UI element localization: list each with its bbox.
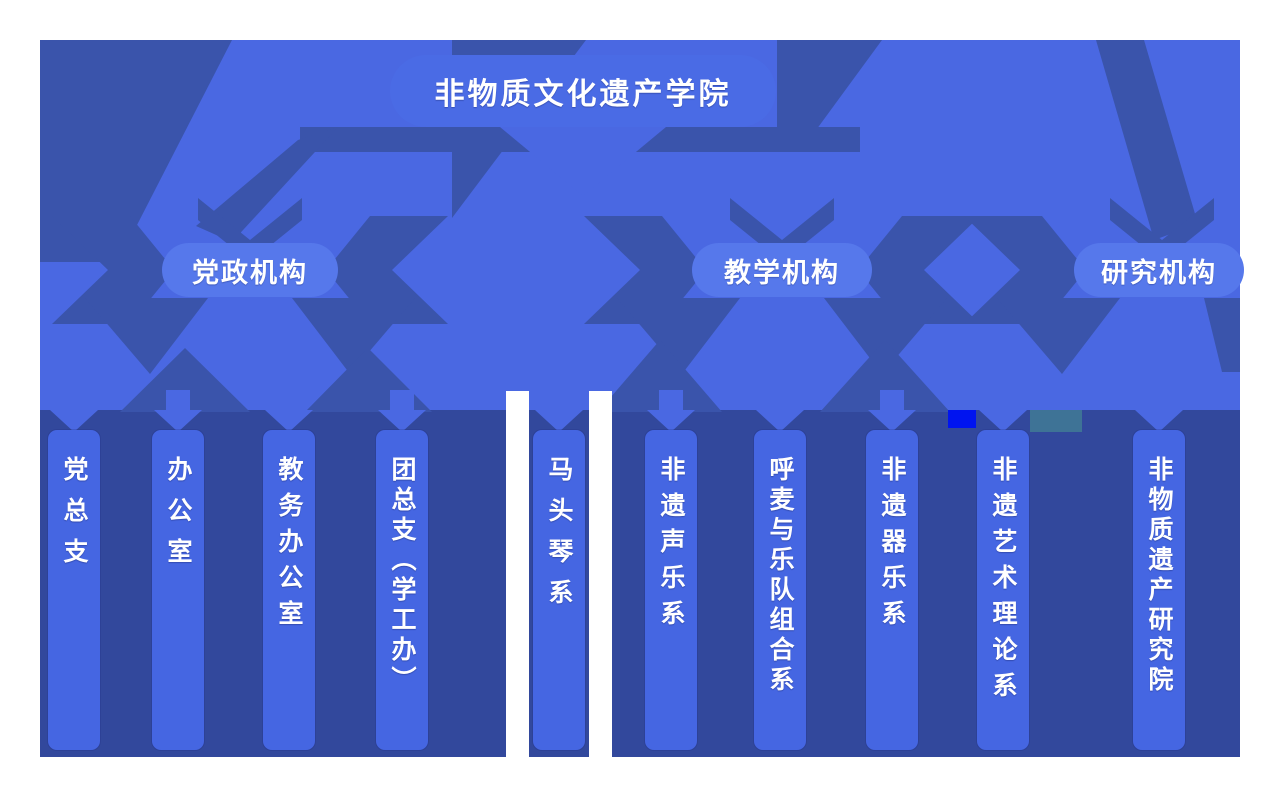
- branch-label: 教学机构: [724, 257, 840, 288]
- top-left-block: [40, 40, 232, 262]
- leaf-heritage-research-institute: 非物质遗产研究院: [1133, 430, 1185, 750]
- arrow-left-icon: [858, 216, 980, 324]
- down-arrow-icon: [154, 390, 202, 432]
- leaf-label: 非物质遗产研究院: [1145, 456, 1173, 696]
- leaf-instrumental-music-dept: 非遗器乐系: [866, 430, 918, 750]
- branch-research: 研究机构: [1074, 243, 1244, 297]
- leaf-label: 办公室: [164, 456, 192, 579]
- down-arrow-icon: [265, 390, 313, 432]
- down-arrow-icon: [756, 390, 804, 432]
- leaf-label: 呼麦与乐队组合系: [766, 456, 794, 696]
- below-branch-wedge: [1204, 298, 1240, 372]
- arrow-right-icon: [52, 216, 174, 324]
- branch-teaching: 教学机构: [692, 243, 872, 297]
- leaf-label: 非遗声乐系: [657, 456, 685, 636]
- leaf-party-general-branch: 党总支: [48, 430, 100, 750]
- leaf-vocal-music-dept: 非遗声乐系: [645, 430, 697, 750]
- bottom-band: [40, 410, 1240, 757]
- leaf-morin-khuur-dept: 马头琴系: [533, 430, 585, 750]
- leaf-label: 非遗艺术理论系: [989, 456, 1017, 708]
- leaf-label: 马头琴系: [545, 456, 573, 620]
- below-branch-wedge: [292, 298, 415, 374]
- down-arrow-icon: [979, 390, 1027, 432]
- arrow-left-icon: [326, 216, 448, 324]
- branch-label: 党政机构: [192, 257, 308, 288]
- below-branch-wedge: [85, 298, 208, 374]
- below-branch-wedge: [617, 298, 740, 374]
- branch-label: 研究机构: [1101, 257, 1217, 288]
- down-arrow-icon: [868, 390, 916, 432]
- root-down-chevron: [500, 127, 666, 196]
- down-arrow-icon: [535, 390, 583, 432]
- right-ribbon: [1096, 40, 1198, 240]
- leaf-youth-league-branch: 团总支（学工办）: [376, 430, 428, 750]
- down-arrow-icon: [1135, 390, 1183, 432]
- leaf-label: 党总支: [60, 456, 88, 579]
- leaf-label: 教务办公室: [275, 456, 303, 636]
- artifact-blue-rect: [948, 410, 976, 428]
- leaf-down-arrows: [50, 390, 1183, 432]
- root-node-label: 非物质文化遗产学院: [434, 78, 732, 111]
- separator-stripe: [506, 391, 529, 760]
- artifact-teal-rect: [1030, 410, 1082, 432]
- leaf-academic-affairs-office: 教务办公室: [263, 430, 315, 750]
- separator-stripe: [589, 391, 612, 760]
- branch-party-government: 党政机构: [162, 243, 338, 297]
- leaf-label: 非遗器乐系: [878, 456, 906, 636]
- left-ribbon: [196, 127, 338, 242]
- leaf-khoomei-band-dept: 呼麦与乐队组合系: [754, 430, 806, 750]
- leaf-label: 团总支（学工办）: [388, 456, 416, 696]
- leaf-office: 办公室: [152, 430, 204, 750]
- below-branch-wedge: [997, 298, 1120, 374]
- arrow-right-icon: [584, 216, 706, 324]
- down-arrow-icon: [50, 390, 98, 432]
- down-arrow-icon: [378, 390, 426, 432]
- leaf-art-theory-dept: 非遗艺术理论系: [977, 430, 1029, 750]
- down-arrow-icon: [647, 390, 695, 432]
- root-right-wedge: [777, 40, 882, 152]
- arrow-right-icon: [964, 216, 1086, 324]
- below-branch-wedge: [824, 298, 947, 374]
- root-node-college: 非物质文化遗产学院: [390, 55, 776, 127]
